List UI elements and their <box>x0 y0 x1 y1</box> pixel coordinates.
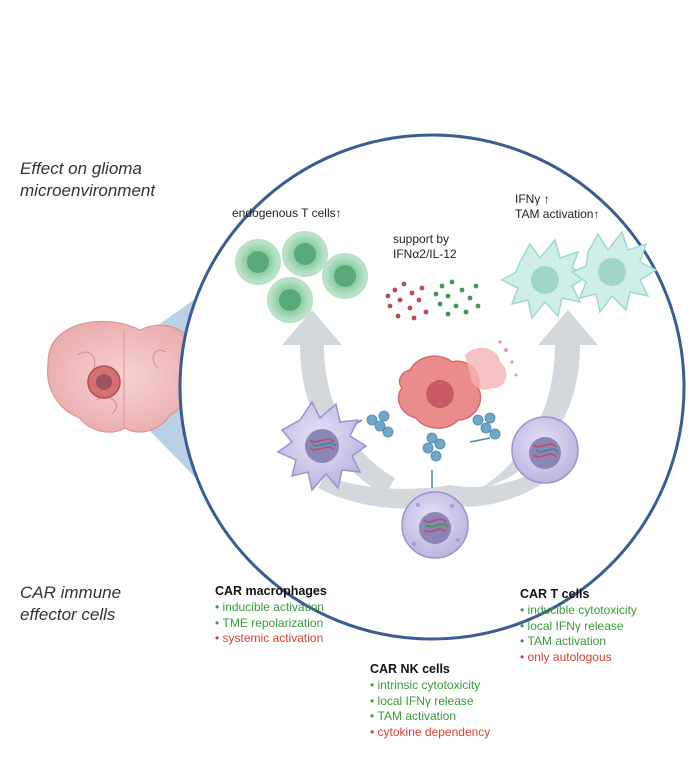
brain-illustration <box>46 321 201 433</box>
section-label-car-cells: CAR immune effector cells <box>20 582 121 626</box>
panel-car-macrophages: CAR macrophages inducible activation TME… <box>215 584 327 647</box>
list-item: cytokine dependency <box>370 725 491 741</box>
t-cell <box>267 277 313 323</box>
list-item: only autologous <box>520 650 637 666</box>
effect-arrows <box>282 310 598 509</box>
car-t-cell <box>511 416 579 484</box>
section-label-effect-line2: microenvironment <box>20 181 156 200</box>
car-nk-cell <box>401 491 469 559</box>
t-cells-cluster <box>235 231 368 323</box>
t-cell <box>235 239 281 285</box>
list-item: TAM activation <box>370 709 490 725</box>
label-cytokine-support: support by IFNα2/IL-12 <box>393 232 457 262</box>
list-item: local IFNγ release <box>370 694 490 710</box>
list-item: inducible cytotoxicity <box>520 603 637 619</box>
car-macrophage <box>276 400 368 492</box>
panel-title: CAR T cells <box>520 587 590 601</box>
section-label-car-line1: CAR immune <box>20 583 122 602</box>
car-receptors <box>366 410 501 462</box>
tam-cell <box>570 230 658 314</box>
list-item: TME repolarization <box>215 616 327 632</box>
list-item: intrinsic cytotoxicity <box>370 678 490 694</box>
label-endogenous-t-cells: endogenous T cells↑ <box>232 206 342 220</box>
label-tam-activation: IFNγ ↑ TAM activation↑ <box>515 192 599 222</box>
section-label-effect: Effect on glioma microenvironment <box>20 158 155 202</box>
list-item: inducible activation <box>215 600 327 616</box>
label-support-line2: IFNα2/IL-12 <box>393 247 457 261</box>
label-tam-line: TAM activation↑ <box>515 207 600 221</box>
tumor-cell <box>397 340 518 429</box>
t-cell <box>322 253 368 299</box>
t-cell <box>282 231 328 277</box>
list-item: local IFNγ release <box>520 619 637 635</box>
tam-cells <box>500 230 658 320</box>
list-item: TAM activation <box>520 634 637 650</box>
section-label-effect-line1: Effect on glioma <box>20 159 142 178</box>
list-item: systemic activation <box>215 631 327 647</box>
label-support-line1: support by <box>393 232 450 246</box>
panel-title: CAR macrophages <box>215 584 327 598</box>
panel-title: CAR NK cells <box>370 662 450 676</box>
panel-car-nk-cells: CAR NK cells intrinsic cytotoxicity loca… <box>370 662 490 740</box>
label-ifng-line: IFNγ ↑ <box>515 192 550 206</box>
panel-car-t-cells: CAR T cells inducible cytotoxicity local… <box>520 587 637 665</box>
cytokine-dots <box>385 279 481 321</box>
section-label-car-line2: effector cells <box>20 605 116 624</box>
tam-cell <box>500 238 590 320</box>
